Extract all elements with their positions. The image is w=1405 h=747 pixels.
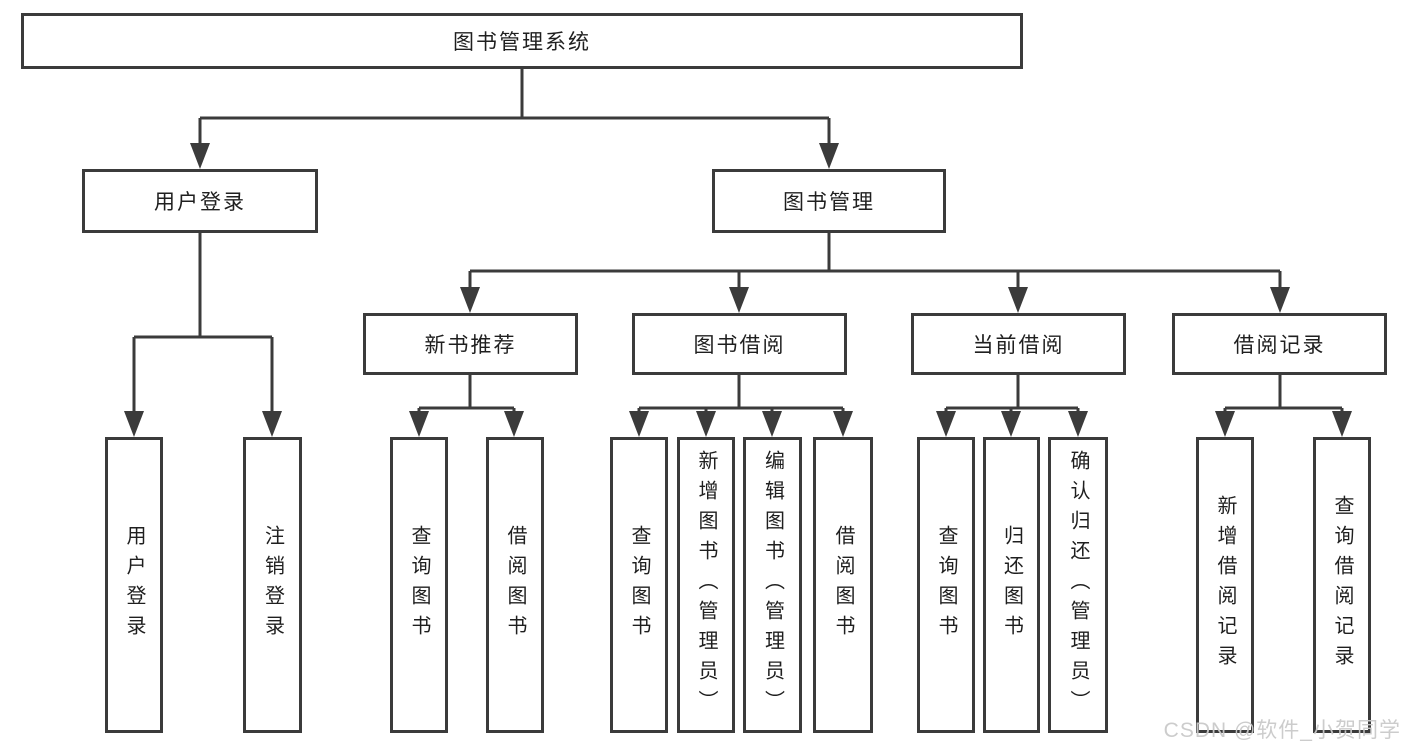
leaf-user-login-label: 用户登录 — [123, 525, 145, 645]
leaf-return-book: 归还图书 — [983, 437, 1040, 733]
leaf-confirm-return-admin: 确认归还（管理员） — [1048, 437, 1108, 733]
leaf-query-books-recommend: 查询图书 — [390, 437, 448, 733]
node-borrowing-records: 借阅记录 — [1172, 313, 1387, 375]
node-new-book-recommend: 新书推荐 — [363, 313, 578, 375]
node-book-borrowing: 图书借阅 — [632, 313, 847, 375]
node-book-management: 图书管理 — [712, 169, 946, 233]
node-root: 图书管理系统 — [21, 13, 1023, 69]
node-user-login: 用户登录 — [82, 169, 318, 233]
node-current-borrowing-label: 当前借阅 — [972, 334, 1065, 357]
leaf-query-books-borrowing: 查询图书 — [610, 437, 668, 733]
leaf-add-borrow-record-label: 新增借阅记录 — [1214, 495, 1236, 675]
node-root-label: 图书管理系统 — [453, 31, 591, 54]
leaf-return-book-label: 归还图书 — [1000, 525, 1023, 645]
leaf-borrow-books-borrowing: 借阅图书 — [813, 437, 873, 733]
leaf-add-borrow-record: 新增借阅记录 — [1196, 437, 1254, 733]
leaf-add-book-admin: 新增图书（管理员） — [677, 437, 735, 733]
leaf-logout: 注销登录 — [243, 437, 302, 733]
node-book-borrowing-label: 图书借阅 — [693, 334, 786, 357]
leaf-query-books-borrowing-label: 查询图书 — [628, 525, 650, 645]
leaf-query-borrow-record-label: 查询借阅记录 — [1331, 495, 1353, 675]
leaf-borrow-books-borrowing-label: 借阅图书 — [832, 525, 854, 645]
leaf-query-books-current: 查询图书 — [917, 437, 975, 733]
leaf-add-book-admin-label: 新增图书（管理员） — [695, 450, 717, 720]
leaf-user-login: 用户登录 — [105, 437, 163, 733]
leaf-query-books-current-label: 查询图书 — [935, 525, 957, 645]
leaf-edit-book-admin: 编辑图书（管理员） — [743, 437, 802, 733]
node-borrowing-records-label: 借阅记录 — [1233, 334, 1326, 357]
leaf-borrow-books-recommend: 借阅图书 — [486, 437, 544, 733]
node-book-management-label: 图书管理 — [783, 191, 875, 214]
leaf-borrow-books-recommend-label: 借阅图书 — [504, 525, 526, 645]
leaf-logout-label: 注销登录 — [261, 525, 284, 645]
leaf-query-books-recommend-label: 查询图书 — [408, 525, 430, 645]
leaf-query-borrow-record: 查询借阅记录 — [1313, 437, 1371, 733]
node-user-login-label: 用户登录 — [154, 191, 246, 214]
leaf-confirm-return-admin-label: 确认归还（管理员） — [1067, 450, 1089, 720]
node-new-book-recommend-label: 新书推荐 — [424, 334, 517, 357]
node-current-borrowing: 当前借阅 — [911, 313, 1126, 375]
leaf-edit-book-admin-label: 编辑图书（管理员） — [761, 450, 784, 720]
